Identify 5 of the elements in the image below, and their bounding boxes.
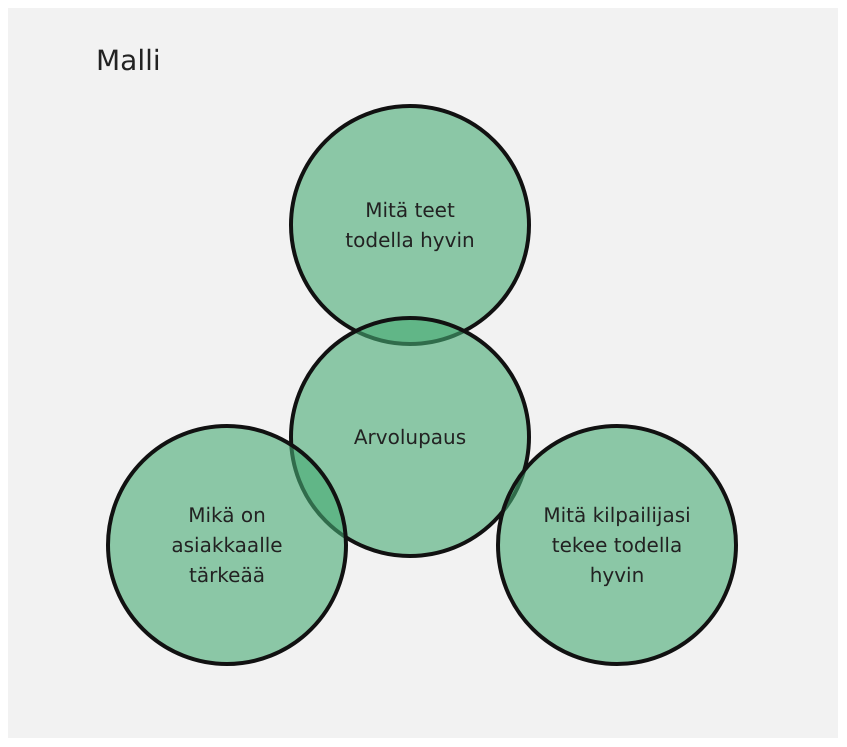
circle-label: Mitä kilpailijasi tekee todella hyvin (542, 502, 692, 589)
circle-label: Arvolupaus (352, 424, 468, 451)
circle-label: Mikä on asiakkaalle tärkeää (170, 502, 284, 589)
title: Malli (96, 44, 161, 77)
circle-label: Mitä teet todella hyvin (344, 197, 476, 254)
